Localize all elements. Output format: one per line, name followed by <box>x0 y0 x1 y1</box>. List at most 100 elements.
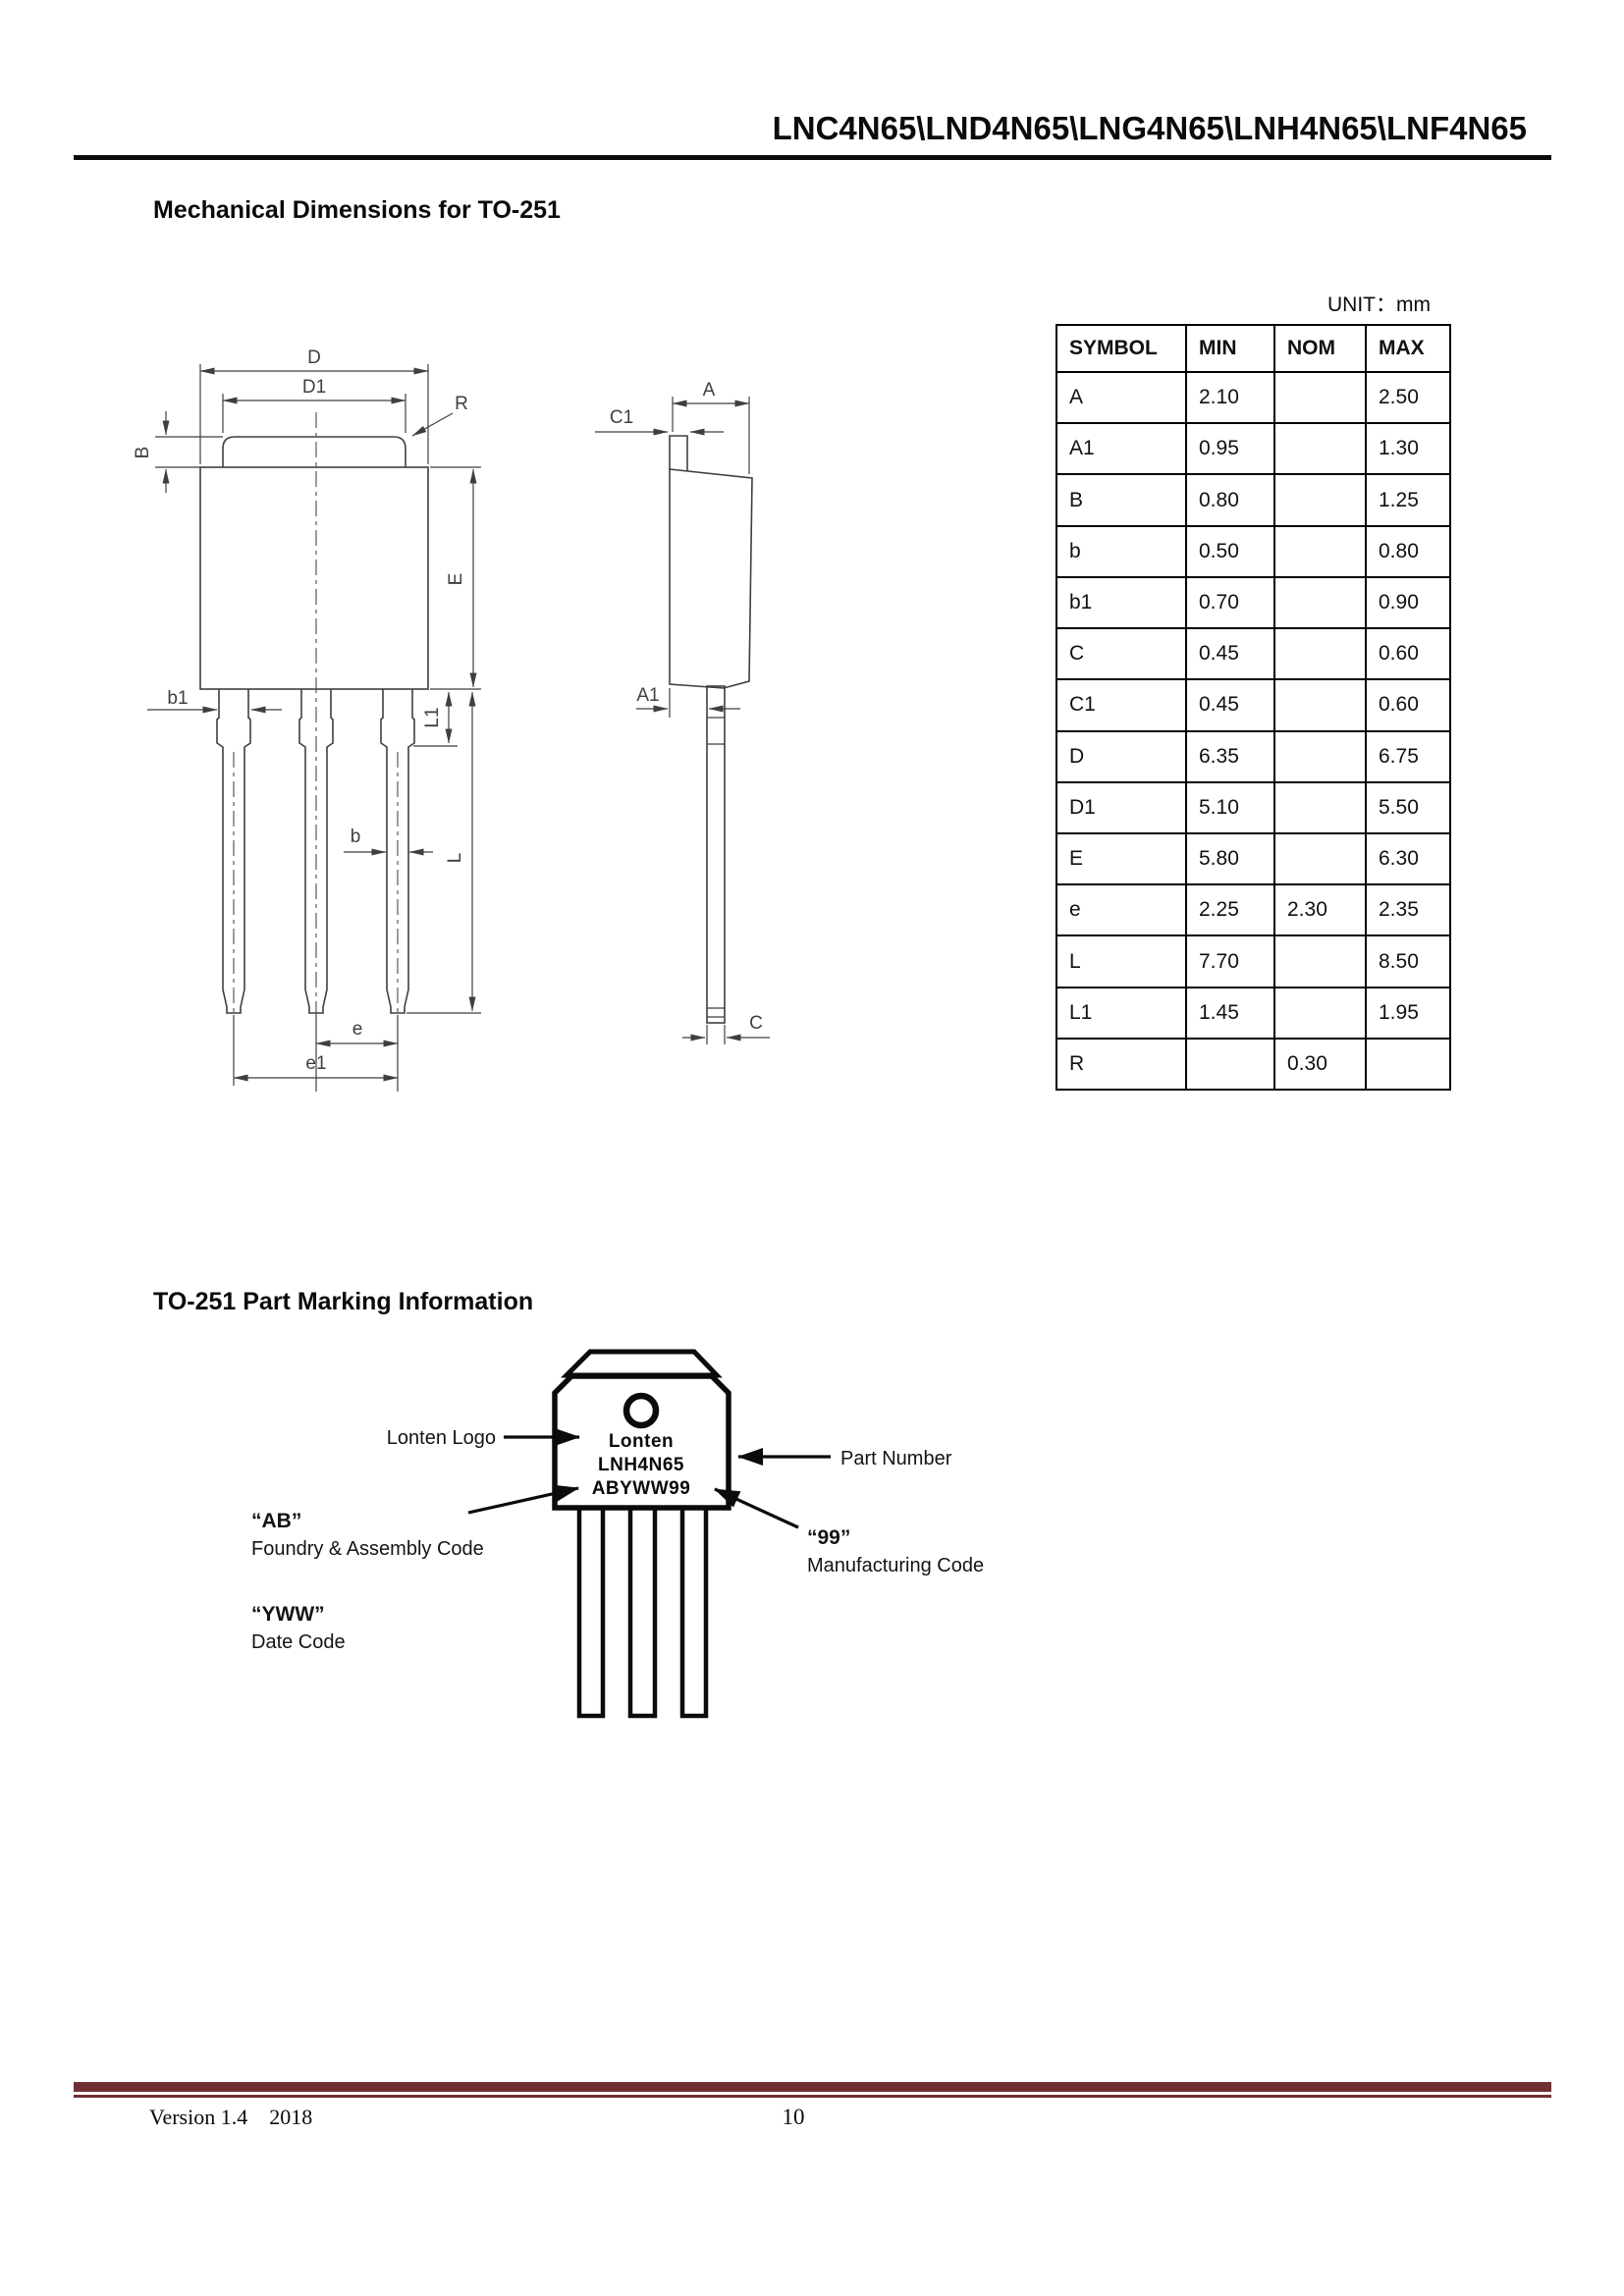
table-row: R 0.30 <box>1057 1037 1449 1090</box>
cell-symbol: b <box>1069 539 1081 562</box>
cell-min: 2.25 <box>1185 885 1273 935</box>
cell-nom: 0.30 <box>1273 1039 1365 1090</box>
cell-min: 5.80 <box>1185 833 1273 884</box>
marking-drawing: Lonten LNH4N65 ABYWW99 Lonten Logo Part … <box>251 1349 984 1719</box>
cell-symbol: L <box>1069 949 1081 973</box>
cell-symbol: C <box>1069 642 1085 666</box>
dim-label-E: E <box>446 573 466 586</box>
cell-max: 6.75 <box>1365 731 1449 781</box>
package-body-front <box>199 466 429 690</box>
cell-nom <box>1273 629 1365 679</box>
dim-label-D1: D1 <box>302 377 326 398</box>
table-row: E 5.80 6.30 <box>1057 831 1449 884</box>
dim-label-e: e <box>352 1019 363 1040</box>
section-title-marking: TO-251 Part Marking Information <box>153 1288 534 1315</box>
cell-min <box>1185 1039 1273 1090</box>
cell-nom <box>1273 833 1365 884</box>
cell-symbol: D <box>1069 744 1085 768</box>
table-row: C1 0.45 0.60 <box>1057 678 1449 730</box>
lead-front <box>216 689 251 1014</box>
cell-nom <box>1273 424 1365 474</box>
dim-label-L: L <box>445 853 465 864</box>
lead-side <box>706 685 726 1024</box>
dim-label-B: B <box>133 447 153 459</box>
cell-symbol: D1 <box>1069 795 1096 819</box>
cell-min: 0.45 <box>1185 680 1273 730</box>
dim-label-D: D <box>307 347 321 368</box>
marking-line-logo: Lonten <box>609 1431 674 1452</box>
cell-max: 1.25 <box>1365 475 1449 525</box>
cell-symbol: C1 <box>1069 693 1096 717</box>
footer-version: Version 1.4 2018 <box>149 2105 313 2129</box>
callout-foundry-desc: Foundry & Assembly Code <box>251 1538 484 1560</box>
callout-mfg-desc: Manufacturing Code <box>807 1555 984 1576</box>
cell-min: 5.10 <box>1185 782 1273 832</box>
cell-max: 5.50 <box>1365 782 1449 832</box>
dim-label-R: R <box>455 394 468 414</box>
cell-symbol: E <box>1069 847 1084 871</box>
cell-nom <box>1273 526 1365 576</box>
cell-min: 7.70 <box>1185 936 1273 987</box>
cell-symbol: L1 <box>1069 1000 1093 1024</box>
dim-label-C1: C1 <box>610 407 633 428</box>
cell-max: 0.60 <box>1365 629 1449 679</box>
cell-nom <box>1273 680 1365 730</box>
cell-nom <box>1273 936 1365 987</box>
cell-nom <box>1273 577 1365 628</box>
footer-page-number: 10 <box>782 2105 805 2129</box>
cell-min: 1.45 <box>1185 988 1273 1038</box>
callout-logo-label: Lonten Logo <box>387 1427 496 1449</box>
cell-max: 2.35 <box>1365 885 1449 935</box>
front-view-drawing: D D1 R B E L1 <box>133 347 481 1092</box>
marking-line-part: LNH4N65 <box>598 1455 684 1475</box>
col-header-min: MIN <box>1185 326 1273 371</box>
package-tab-side <box>669 435 688 471</box>
footer-rule-thin <box>74 2095 1551 2098</box>
cell-min: 0.80 <box>1185 475 1273 525</box>
cell-max: 2.50 <box>1365 373 1449 423</box>
table-row: B 0.80 1.25 <box>1057 473 1449 525</box>
callout-part-number-label: Part Number <box>840 1448 952 1469</box>
cell-max <box>1365 1039 1449 1090</box>
header-part-numbers: LNC4N65\LND4N65\LNG4N65\LNH4N65\LNF4N65 <box>772 110 1527 146</box>
cell-max: 0.60 <box>1365 680 1449 730</box>
table-row: b1 0.70 0.90 <box>1057 575 1449 628</box>
header-rule <box>74 155 1551 160</box>
cell-nom: 2.30 <box>1273 885 1365 935</box>
cell-max: 6.30 <box>1365 833 1449 884</box>
dim-label-b: b <box>351 827 361 847</box>
cell-min: 0.95 <box>1185 424 1273 474</box>
mounting-hole-icon <box>623 1392 660 1429</box>
side-view-drawing: A C1 A1 C <box>595 380 770 1044</box>
cell-symbol: R <box>1069 1051 1085 1075</box>
footer-rule-thick <box>74 2082 1551 2092</box>
section-title-mechanical: Mechanical Dimensions for TO-251 <box>153 196 561 224</box>
dim-label-A1: A1 <box>636 685 659 706</box>
cell-symbol: b1 <box>1069 590 1093 614</box>
cell-nom <box>1273 988 1365 1038</box>
callout-date-desc: Date Code <box>251 1631 346 1653</box>
dim-label-L1: L1 <box>422 707 443 727</box>
cell-symbol: e <box>1069 898 1081 922</box>
cell-symbol: B <box>1069 488 1084 511</box>
cell-symbol: A1 <box>1069 437 1095 460</box>
cell-max: 0.90 <box>1365 577 1449 628</box>
marking-lead <box>679 1505 709 1719</box>
marking-line-code: ABYWW99 <box>592 1478 691 1499</box>
dim-label-b1: b1 <box>167 688 188 709</box>
cell-min: 2.10 <box>1185 373 1273 423</box>
dim-label-A: A <box>703 380 716 400</box>
cell-nom <box>1273 731 1365 781</box>
cell-min: 0.70 <box>1185 577 1273 628</box>
cell-nom <box>1273 373 1365 423</box>
cell-max: 1.95 <box>1365 988 1449 1038</box>
package-tab-front <box>222 436 406 467</box>
